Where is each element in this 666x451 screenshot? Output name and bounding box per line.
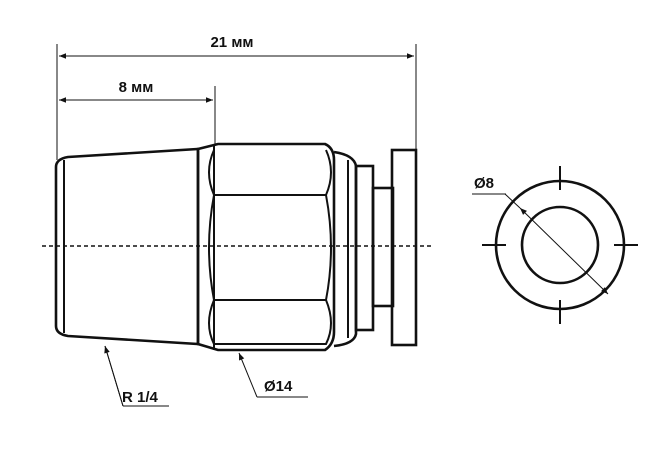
tube-diameter-label: Ø8 xyxy=(474,175,494,192)
end-view-inner-circle xyxy=(520,205,600,285)
hex-diameter-leader-arrow xyxy=(238,352,258,398)
hex-face-bottom xyxy=(208,299,332,345)
thread-leader-arrow xyxy=(104,345,124,407)
tube-diameter-dimension-line xyxy=(519,207,609,295)
hex-nut xyxy=(196,142,336,352)
hex-face-top xyxy=(208,149,332,196)
collar xyxy=(333,150,358,348)
overall-length-label: 21 мм xyxy=(210,34,253,51)
end-view-outer-circle xyxy=(494,179,626,311)
hex-face-middle xyxy=(208,194,332,301)
tube-diameter-leader xyxy=(504,193,521,209)
collet-ring xyxy=(390,148,418,347)
thread-length-label: 8 мм xyxy=(119,79,154,96)
threaded-body xyxy=(54,147,200,346)
thread-label: R 1/4 xyxy=(122,389,159,406)
hex-diameter-label: Ø14 xyxy=(264,378,293,395)
tube-stub xyxy=(371,186,395,308)
release-sleeve xyxy=(354,164,375,332)
